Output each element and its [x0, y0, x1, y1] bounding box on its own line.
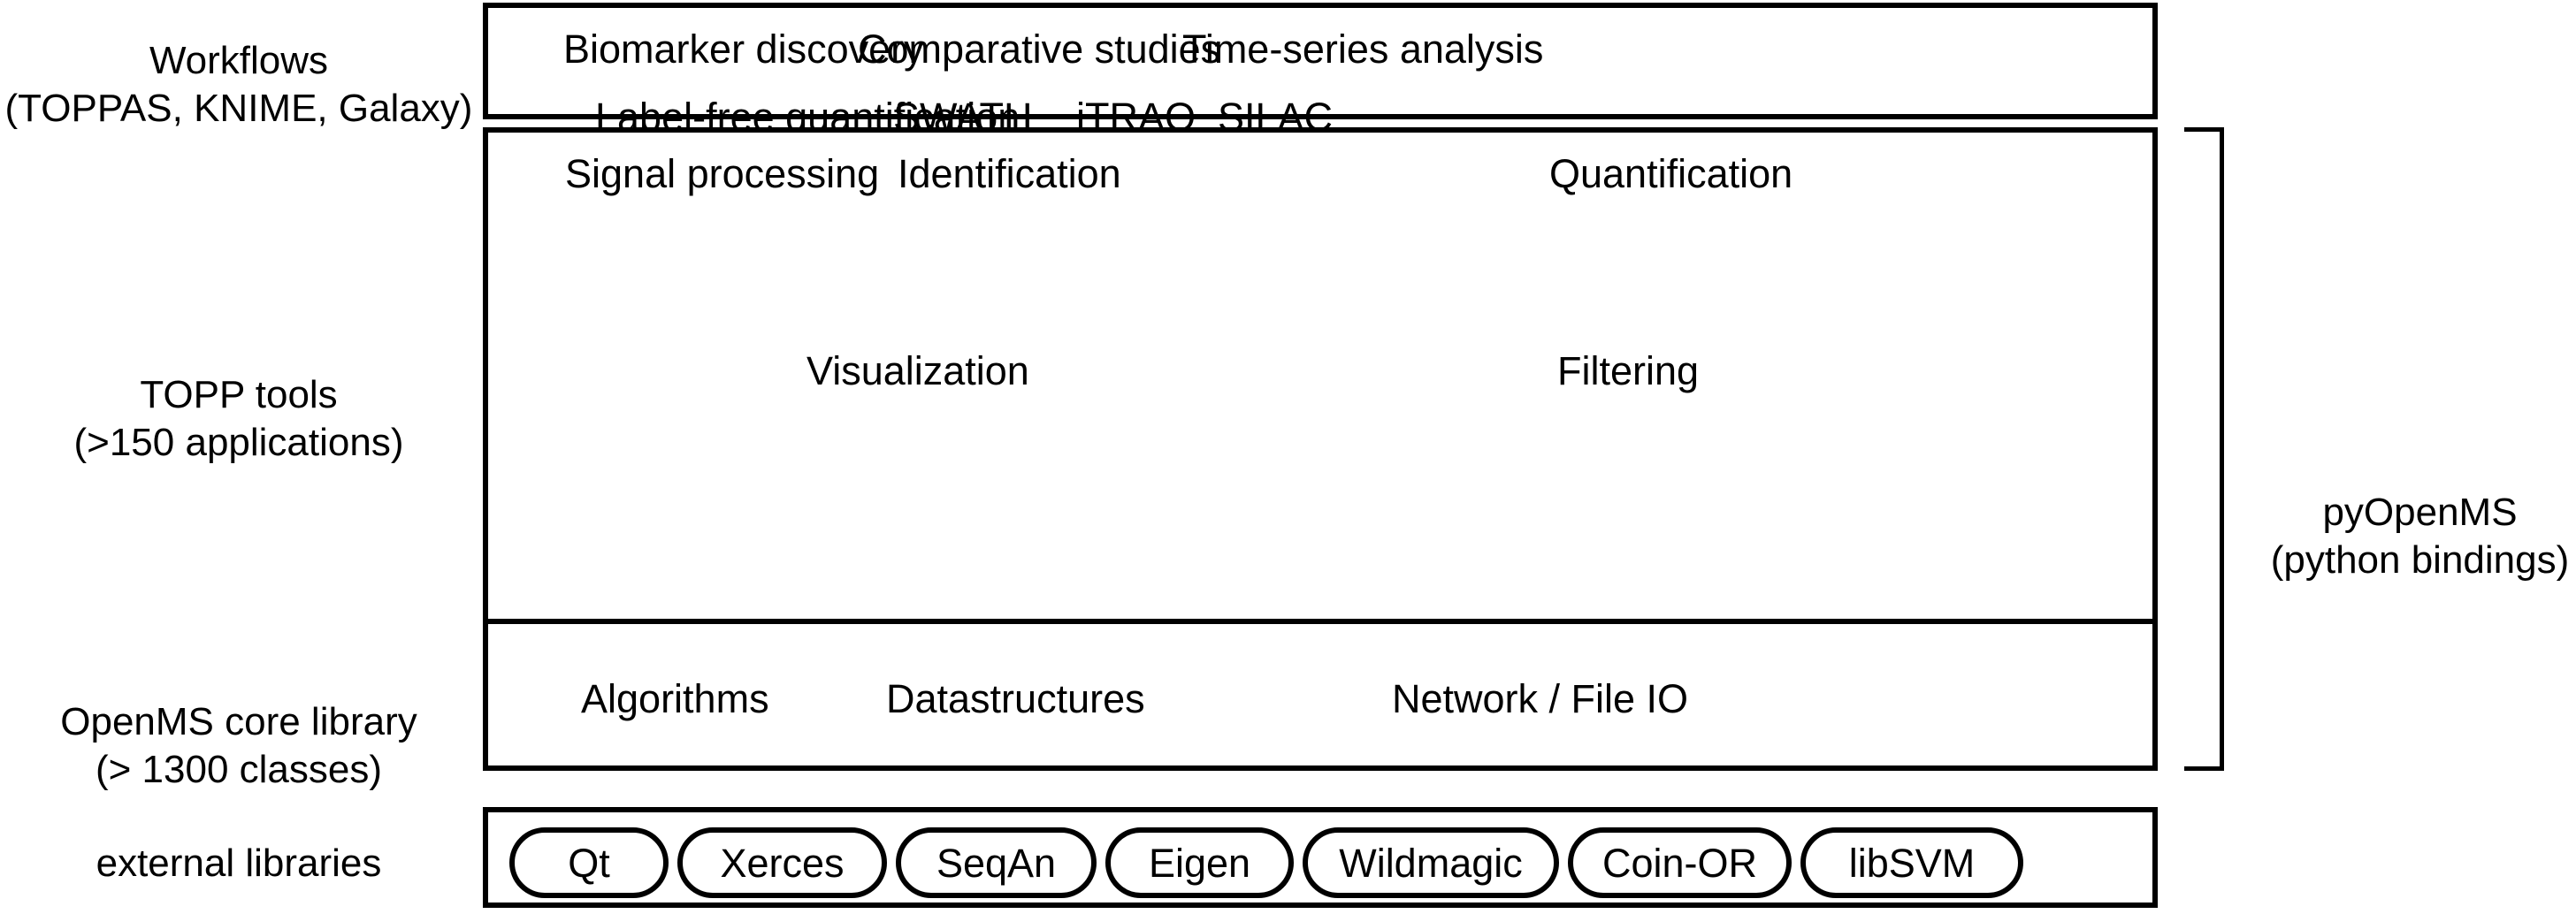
row-label-external-libraries-line1: external libraries	[96, 842, 382, 885]
core-item-algorithms: Algorithms	[581, 676, 769, 721]
row-label-topp-tools-line2: (>150 applications)	[73, 420, 404, 464]
external-library-pill-eigen: Eigen	[1105, 827, 1294, 898]
topp-item-signal-processing: Signal processing	[565, 151, 880, 196]
topp-item-filtering: Filtering	[1557, 348, 1700, 393]
openms-core-box: Algorithms Datastructures Network / File…	[483, 619, 2158, 771]
core-item-network-file-io: Network / File IO	[1392, 676, 1689, 721]
topp-item-identification: Identification	[898, 151, 1121, 196]
workflows-box: Biomarker discovery Comparative studies …	[483, 3, 2158, 137]
row-label-topp-tools-line1: TOPP tools	[140, 373, 338, 416]
topp-item-quantification: Quantification	[1549, 151, 1793, 196]
row-label-openms-core: OpenMS core library (> 1300 classes)	[0, 698, 478, 793]
pyopenms-label: pyOpenMS (python bindings)	[2264, 489, 2576, 583]
row-label-external-libraries: external libraries	[0, 840, 478, 887]
row-label-openms-core-line1: OpenMS core library	[60, 700, 417, 743]
external-library-pill-xerces: Xerces	[677, 827, 887, 898]
row-label-topp-tools: TOPP tools (>150 applications)	[0, 371, 478, 466]
external-library-pill-coin-or: Coin-OR	[1568, 827, 1792, 898]
external-library-pill-libsvm: libSVM	[1800, 827, 2023, 898]
row-label-workflows-line2: (TOPPAS, KNIME, Galaxy)	[4, 86, 473, 130]
row-label-openms-core-line2: (> 1300 classes)	[95, 747, 383, 791]
row-label-workflows: Workflows (TOPPAS, KNIME, Galaxy)	[0, 37, 478, 132]
core-item-datastructures: Datastructures	[886, 676, 1145, 721]
external-library-pill-seqan: SeqAn	[896, 827, 1097, 898]
external-libraries-box: Qt Xerces SeqAn Eigen Wildmagic Coin-OR …	[483, 807, 2158, 908]
pyopenms-bracket	[2184, 127, 2224, 771]
external-library-pill-qt: Qt	[509, 827, 669, 898]
topp-tools-box: Signal processing Identification Quantif…	[483, 127, 2158, 624]
pyopenms-label-line2: (python bindings)	[2270, 537, 2570, 582]
workflow-item-time-series-analysis: Time-series analysis	[1182, 27, 1544, 72]
topp-item-visualization: Visualization	[806, 348, 1029, 393]
external-library-pill-wildmagic: Wildmagic	[1303, 827, 1559, 898]
workflow-item-biomarker-discovery: Biomarker discovery	[563, 27, 924, 72]
pyopenms-label-line1: pyOpenMS	[2322, 491, 2518, 534]
workflow-item-comparative-studies: Comparative studies	[858, 27, 1221, 72]
row-label-workflows-line1: Workflows	[149, 39, 329, 82]
